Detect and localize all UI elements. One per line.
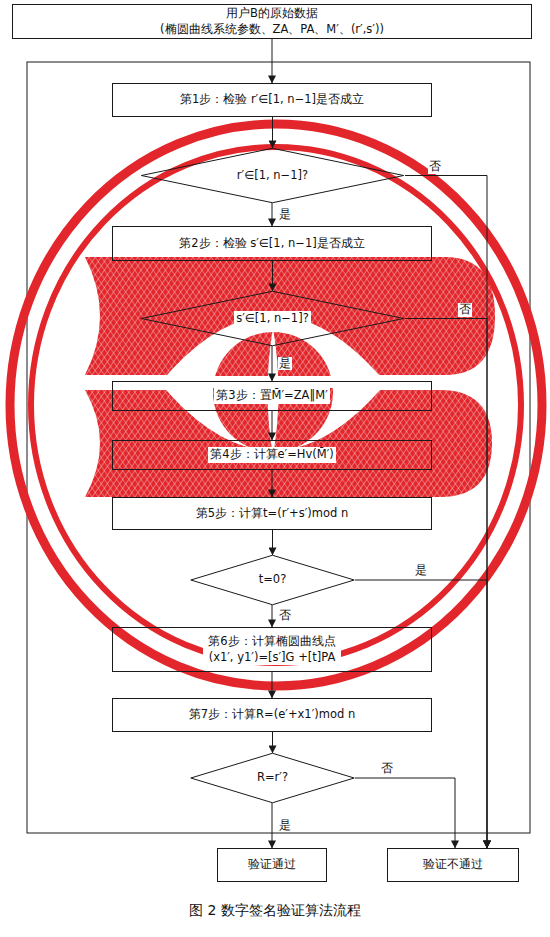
node-text: 第1步：检验 r′∈[1, n−1]是否成立 xyxy=(178,92,366,108)
process-box: 第6步：计算椭圆曲线点 (x1′, y1′)=[s′]G +[t]PA xyxy=(112,627,432,672)
text-group: r′∈[1, n−1]? xyxy=(235,168,310,184)
node-text: 第2步：检验 s′∈[1, n−1]是否成立 xyxy=(177,236,366,252)
node-text: 第7步：计算R=(e′+x1′)mod n xyxy=(187,707,357,723)
process-box: 第4步：计算e′=Hv(M̄′) xyxy=(112,440,432,470)
text-group: 第2步：检验 s′∈[1, n−1]是否成立 xyxy=(177,236,366,252)
text-group: 第4步：计算e′=Hv(M̄′) xyxy=(208,447,336,463)
flow-connector xyxy=(272,117,273,148)
text-group: 用户B的原始数据(椭圆曲线系统参数、ZA、PA、M′、(r′,s′)) xyxy=(158,6,386,37)
decision-diamond: r′∈[1, n−1]? xyxy=(140,148,405,203)
input-box: 用户B的原始数据(椭圆曲线系统参数、ZA、PA、M′、(r′,s′)) xyxy=(12,4,532,39)
flow-connector xyxy=(272,672,273,698)
flow-connector xyxy=(355,778,455,848)
flow-connector xyxy=(355,580,487,848)
flow-connector xyxy=(272,39,273,83)
edge-label: 是 xyxy=(278,208,292,222)
flow-connector xyxy=(272,605,273,627)
edge-label: 是 xyxy=(278,819,292,833)
text-group: 验证通过 xyxy=(246,857,298,873)
text-group: 第1步：检验 r′∈[1, n−1]是否成立 xyxy=(178,92,366,108)
text-group: s′∈[1, n−1]? xyxy=(234,311,311,327)
text-group: R=r′? xyxy=(255,770,290,786)
result-box: 验证通过 xyxy=(217,848,327,882)
process-box: 第3步：置M̄′=ZA‖M′ xyxy=(112,381,432,411)
text-group: 验证不通过 xyxy=(421,857,485,873)
node-text: 第5步：计算t=(r′+s′)mod n xyxy=(194,506,351,522)
process-box: 第1步：检验 r′∈[1, n−1]是否成立 xyxy=(112,83,432,117)
node-text: r′∈[1, n−1]? xyxy=(235,168,310,184)
edge-label: 否 xyxy=(458,303,472,317)
seal-band xyxy=(85,257,495,375)
node-text: (椭圆曲线系统参数、ZA、PA、M′、(r′,s′)) xyxy=(158,22,386,38)
process-box: 第7步：计算R=(e′+x1′)mod n xyxy=(112,698,432,732)
edge-label: 是 xyxy=(414,564,428,578)
flow-connector xyxy=(405,319,487,849)
process-box: 第5步：计算t=(r′+s′)mod n xyxy=(112,497,432,530)
node-text: s′∈[1, n−1]? xyxy=(234,311,311,327)
node-text: 验证通过 xyxy=(246,857,298,873)
edge-label: 否 xyxy=(428,160,442,174)
seal-ring xyxy=(10,124,542,686)
process-box: 第2步：检验 s′∈[1, n−1]是否成立 xyxy=(112,226,432,261)
frame-rect xyxy=(27,62,530,833)
figure-caption: 图 2 数字签名验证算法流程 xyxy=(0,902,550,920)
node-text: t=0? xyxy=(257,572,289,588)
result-box: 验证不通过 xyxy=(387,848,519,882)
edge-label: 否 xyxy=(380,762,394,776)
node-text: 第3步：置M̄′=ZA‖M′ xyxy=(214,388,330,404)
decision-diamond: R=r′? xyxy=(190,753,355,803)
node-text: R=r′? xyxy=(255,770,290,786)
seal-gap xyxy=(80,376,500,388)
flow-connector xyxy=(272,470,273,497)
text-group: t=0? xyxy=(257,572,289,588)
node-text: 用户B的原始数据 xyxy=(224,6,320,22)
flow-connector xyxy=(272,803,273,848)
node-text: 第4步：计算e′=Hv(M̄′) xyxy=(208,447,336,463)
text-group: 第7步：计算R=(e′+x1′)mod n xyxy=(187,707,357,723)
edge-label: 是 xyxy=(278,357,292,371)
red-seal xyxy=(10,124,542,686)
text-group: 第3步：置M̄′=ZA‖M′ xyxy=(214,388,330,404)
seal-band-hatch xyxy=(85,257,495,375)
flow-connector xyxy=(272,411,273,440)
node-text: 验证不通过 xyxy=(421,857,485,873)
flow-connector xyxy=(272,203,273,226)
edge-label: 否 xyxy=(278,609,292,623)
node-text: 第6步：计算椭圆曲线点 (x1′, y1′)=[s′]G +[t]PA xyxy=(203,634,341,665)
flow-connector xyxy=(272,346,273,381)
flow-connector xyxy=(272,261,273,291)
decision-diamond: s′∈[1, n−1]? xyxy=(140,291,405,346)
text-group: 第5步：计算t=(r′+s′)mod n xyxy=(194,506,351,522)
seal-ring xyxy=(31,147,521,663)
flow-connector xyxy=(272,530,273,555)
decision-diamond: t=0? xyxy=(190,555,355,605)
flow-connector xyxy=(405,176,487,849)
text-group: 第6步：计算椭圆曲线点 (x1′, y1′)=[s′]G +[t]PA xyxy=(203,634,341,665)
flow-connector xyxy=(272,732,273,753)
